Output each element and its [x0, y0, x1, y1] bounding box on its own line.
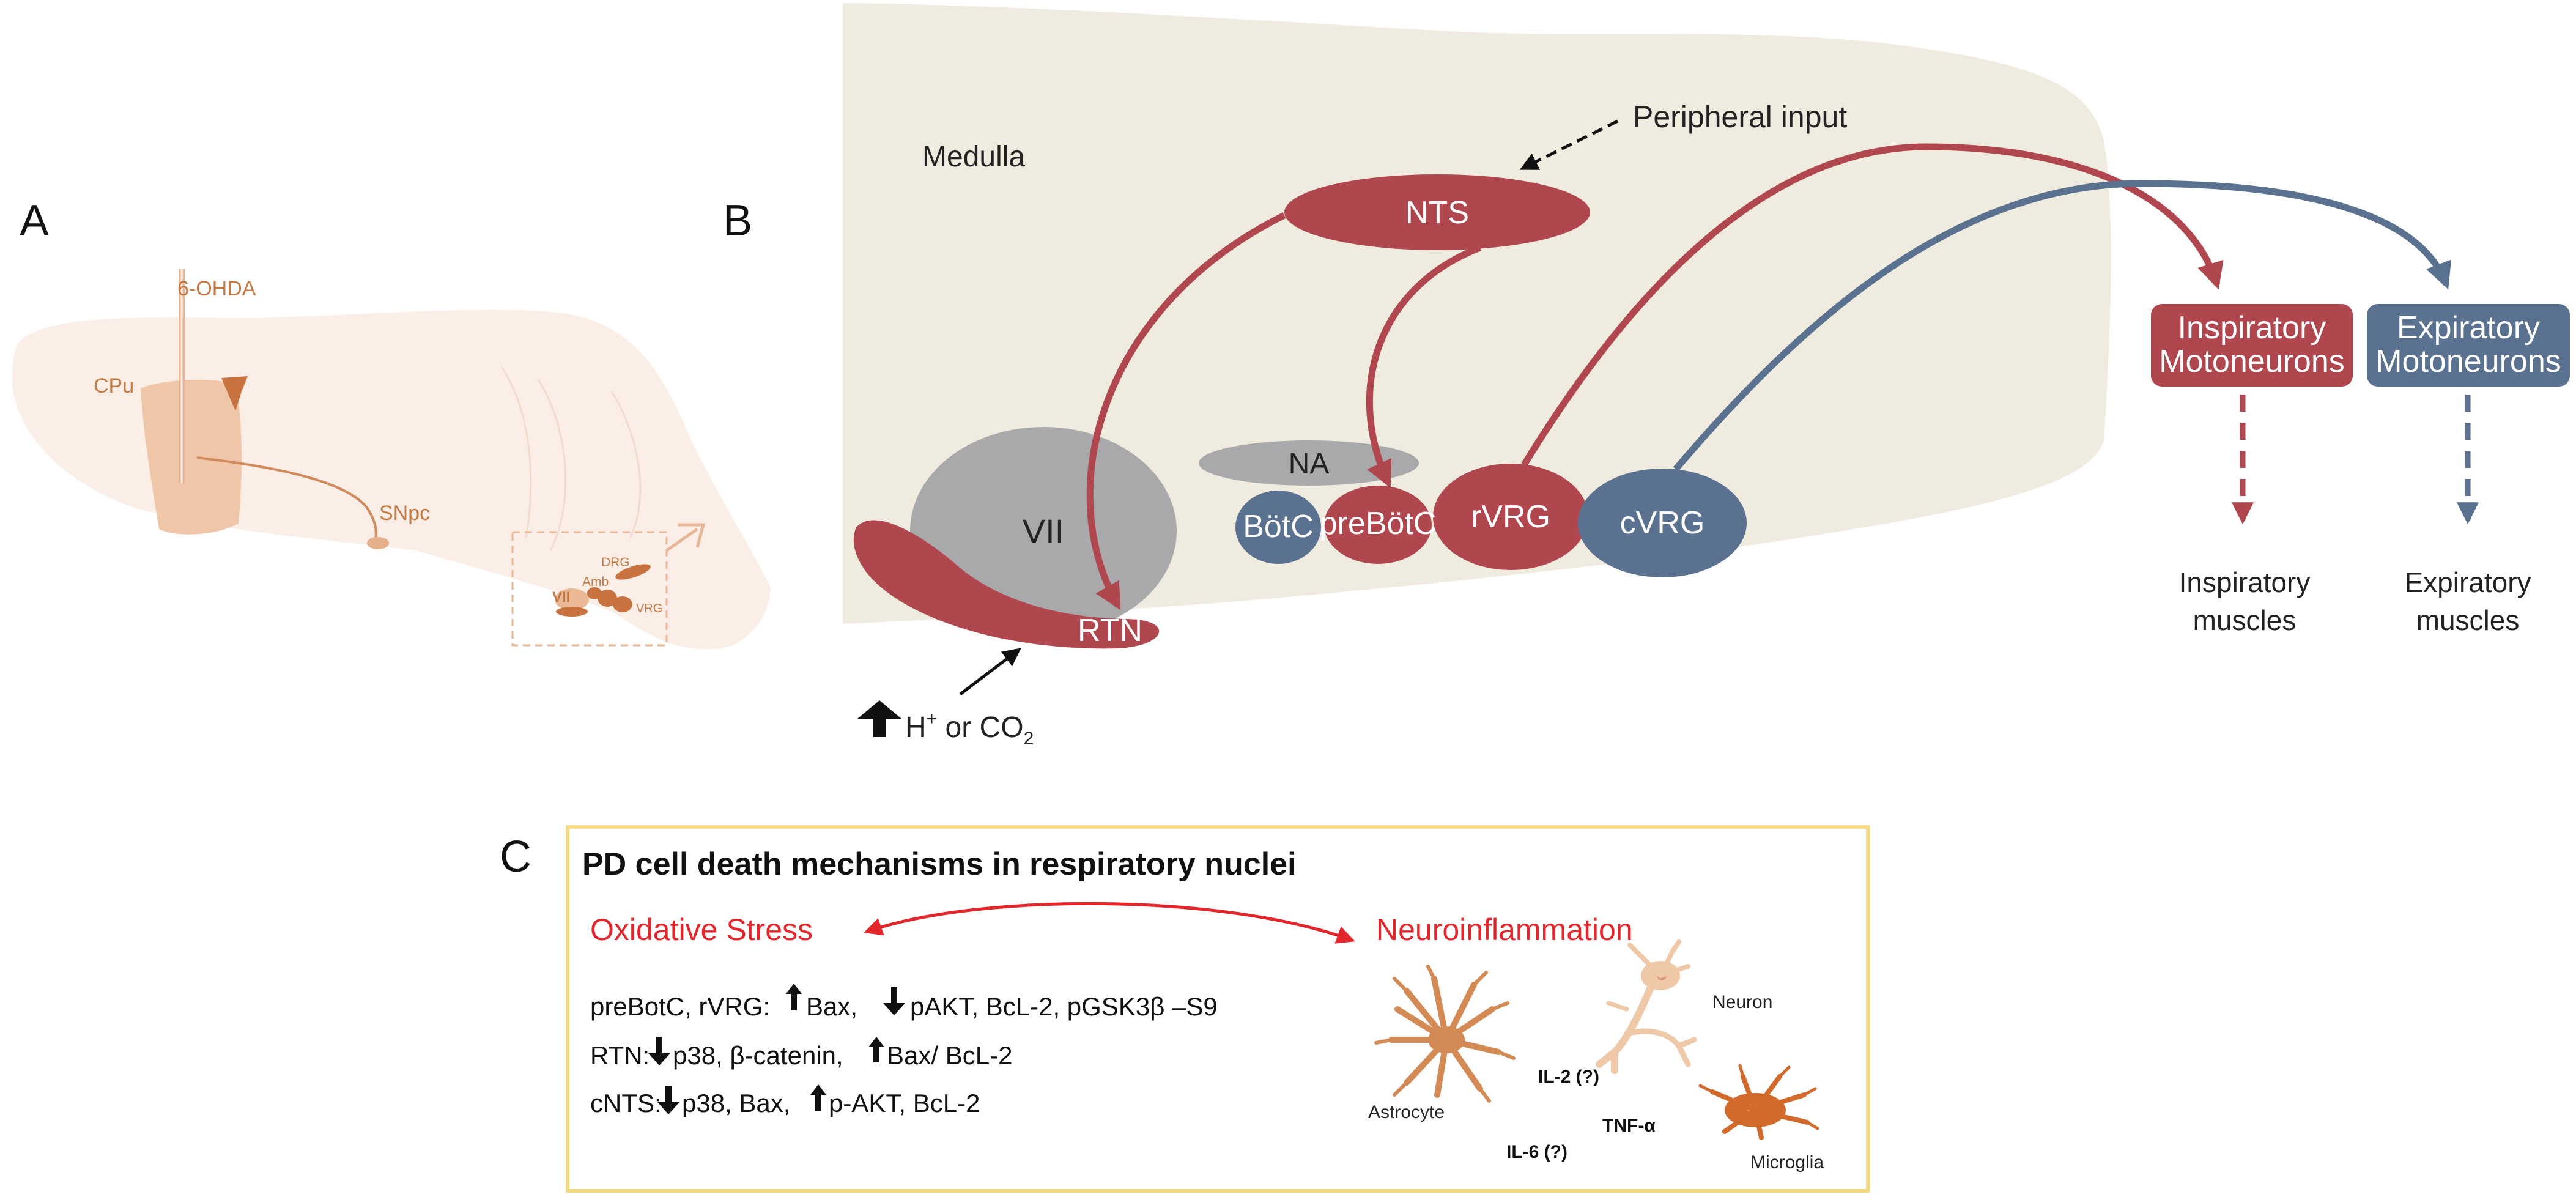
cvrg-label: cVRG	[1620, 505, 1705, 541]
row-cnts: cNTS: p38, Bax, p-AKT, BcL-2	[590, 1084, 980, 1117]
svg-text:p38, Bax,: p38, Bax,	[682, 1089, 790, 1117]
svg-text:p-AKT, BcL-2: p-AKT, BcL-2	[829, 1089, 980, 1117]
medulla-region	[843, 3, 2111, 624]
botc-label: BötC	[1243, 509, 1314, 544]
row-prebotc-rvrg: preBotC, rVRG: Bax, pAKT, BcL-2, pGSK3β …	[590, 984, 1218, 1021]
bidirectional-arrow	[864, 902, 1355, 944]
label-cpu: CPu	[94, 374, 134, 398]
svg-text:p38, β-catenin,: p38, β-catenin,	[673, 1041, 843, 1070]
arrow-stimulus-to-rtn	[959, 648, 1021, 695]
inspiratory-muscles-line1: Inspiratory	[2179, 566, 2311, 598]
expiratory-motoneurons-box	[2367, 304, 2570, 387]
nigrostriatal-projection	[196, 456, 377, 544]
tnf-alpha-label: TNF-α	[1602, 1116, 1656, 1136]
vrg-nucleus	[613, 596, 632, 612]
lesion-shape	[221, 376, 248, 411]
amb-nucleus-2	[598, 590, 617, 607]
label-vrg: VRG	[636, 602, 662, 615]
up-arrow-icon	[810, 1084, 826, 1111]
il-6-label: IL-6 (?)	[1506, 1142, 1567, 1162]
up-arrow-icon	[857, 700, 901, 737]
panel-a-brain	[12, 269, 771, 650]
label-amb: Amb	[582, 575, 609, 589]
cvrg-node	[1578, 469, 1747, 577]
mechanisms-box	[566, 825, 1870, 1193]
neuron-icon	[1596, 939, 1697, 1074]
neuroinflammation-label: Neuroinflammation	[1376, 913, 1633, 947]
brain-fold-2	[537, 379, 567, 551]
oxidative-stress-label: Oxidative Stress	[590, 913, 813, 947]
microglia-icon	[1698, 1064, 1819, 1140]
inspiratory-mn-line2: Motoneurons	[2159, 344, 2345, 379]
mechanisms-title: PD cell death mechanisms in respiratory …	[582, 847, 1297, 882]
svg-text:pAKT, BcL-2, pGSK3β –S9: pAKT, BcL-2, pGSK3β –S9	[910, 992, 1218, 1021]
expiratory-mn-line2: Motoneurons	[2375, 344, 2561, 379]
nts-label: NTS	[1405, 195, 1469, 231]
peripheral-input-label: Peripheral input	[1633, 100, 1847, 134]
down-arrow-icon	[657, 1086, 679, 1114]
up-arrow-icon	[786, 984, 802, 1010]
astrocyte-icon	[1374, 965, 1516, 1103]
rvrg-node	[1433, 464, 1588, 570]
rtn-node	[853, 520, 1160, 649]
zoom-arrow	[665, 523, 706, 552]
up-arrow-icon	[868, 1037, 884, 1062]
drg-nucleus	[615, 564, 651, 580]
zoom-box	[511, 531, 668, 647]
expiratory-muscles-line1: Expiratory	[2404, 566, 2531, 598]
botc-node	[1235, 491, 1321, 564]
vii-nucleus-b	[556, 607, 588, 617]
prebotc-node	[1324, 486, 1432, 564]
expiratory-mn-line1: Expiratory	[2397, 310, 2540, 346]
rtn-label: RTN	[1078, 613, 1142, 648]
svg-text:RTN:: RTN:	[590, 1041, 650, 1070]
label-vii-a: VII	[552, 589, 570, 606]
na-label: NA	[1289, 448, 1330, 480]
arrow-rvrg-to-inspiratory-mn	[1521, 143, 2224, 467]
arrow-nts-to-rtn	[1086, 212, 1286, 610]
rvrg-label: rVRG	[1471, 499, 1550, 535]
microglia-label: Microglia	[1750, 1152, 1824, 1173]
label-drg: DRG	[601, 555, 630, 569]
na-node	[1199, 440, 1419, 486]
stimulus-label: H+ or CO2	[905, 709, 1034, 749]
brain-fold-3	[610, 391, 642, 539]
vii-nucleus-a	[555, 588, 589, 610]
brain-outline	[12, 309, 771, 650]
down-arrow-icon	[883, 987, 905, 1015]
nts-node	[1284, 174, 1590, 250]
neuron-label: Neuron	[1712, 992, 1772, 1012]
svg-text:preBotC, rVRG:: preBotC, rVRG:	[590, 992, 770, 1021]
label-6-ohda: 6-OHDA	[177, 277, 256, 300]
medulla-label: Medulla	[922, 141, 1025, 173]
prebotc-label: preBötC	[1320, 506, 1437, 541]
expiratory-muscles-line2: muscles	[2416, 604, 2520, 636]
arrow-cvrg-to-expiratory-mn	[1673, 180, 2451, 472]
cpu-region	[141, 379, 242, 535]
panel-b-letter: B	[723, 196, 752, 245]
il-2-label: IL-2 (?)	[1538, 1067, 1599, 1087]
label-snpc: SNpc	[379, 502, 430, 525]
svg-text:Bax,: Bax,	[806, 992, 857, 1021]
snpc-nucleus	[367, 537, 389, 549]
panel-c-letter: C	[500, 832, 531, 881]
inspiratory-mn-line1: Inspiratory	[2178, 310, 2326, 346]
vii-label: VII	[1023, 512, 1064, 550]
arrow-nts-to-prebotc	[1366, 244, 1481, 488]
inspiratory-muscles-line2: muscles	[2193, 604, 2297, 636]
panel-a-letter: A	[20, 196, 49, 245]
inspiratory-motoneurons-box	[2151, 304, 2353, 387]
svg-text:cNTS:: cNTS:	[590, 1089, 662, 1117]
peripheral-input-arrow	[1519, 119, 1619, 170]
astrocyte-label: Astrocyte	[1368, 1102, 1445, 1122]
svg-text:Bax/ BcL-2: Bax/ BcL-2	[887, 1041, 1012, 1070]
down-arrow-icon	[648, 1037, 670, 1065]
brain-fold-1	[500, 366, 532, 539]
row-rtn: RTN: p38, β-catenin, Bax/ BcL-2	[590, 1037, 1012, 1070]
